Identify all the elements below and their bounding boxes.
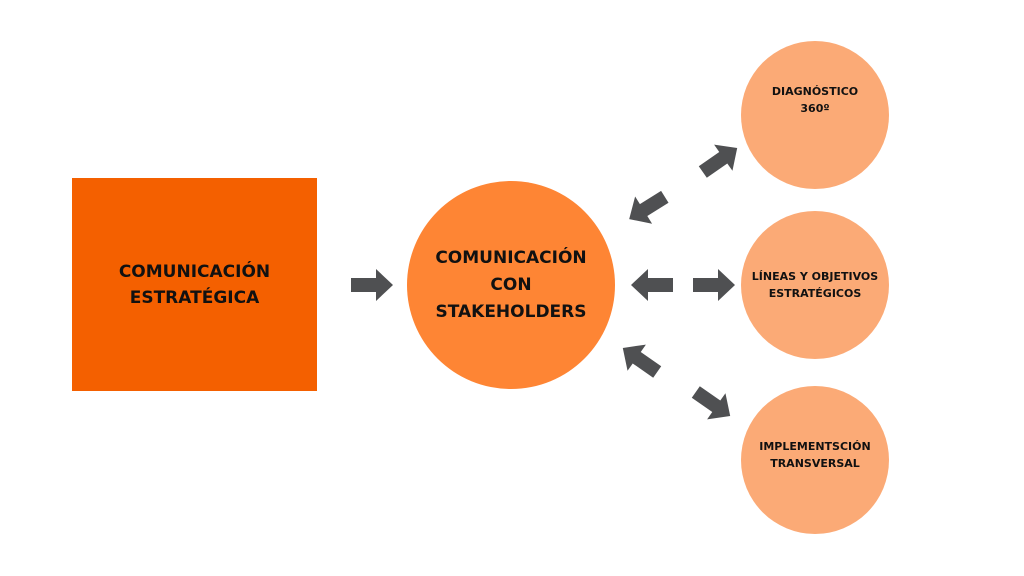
node-label: COMUNICACIÓN ESTRATÉGICA (118, 261, 271, 308)
arrow-down-right-icon (686, 378, 740, 430)
arrow-down-left-icon (620, 183, 674, 233)
node-label: IMPLEMENTSCIÓN TRANSVERSAL (759, 440, 871, 470)
arrow-right-icon (693, 269, 735, 301)
arrow-left-icon (631, 269, 673, 301)
node-implementacion: IMPLEMENTSCIÓN TRANSVERSAL (741, 386, 889, 534)
arrow-up-right-icon (693, 134, 747, 186)
node-label: COMUNICACIÓN CON STAKEHOLDERS (435, 247, 587, 322)
node-comunicacion-estrategica: COMUNICACIÓN ESTRATÉGICA (72, 178, 317, 391)
node-label: LÍNEAS Y OBJETIVOS ESTRATÉGICOS (751, 270, 879, 300)
arrow-up-left-icon (613, 334, 667, 386)
arrow-right-icon (351, 269, 393, 301)
node-lineas-objetivos: LÍNEAS Y OBJETIVOS ESTRATÉGICOS (741, 211, 889, 359)
node-comunicacion-stakeholders: COMUNICACIÓN CON STAKEHOLDERS (407, 181, 615, 389)
node-diagnostico: DIAGNÓSTICO 360º (741, 41, 889, 189)
node-label: DIAGNÓSTICO 360º (771, 85, 859, 115)
